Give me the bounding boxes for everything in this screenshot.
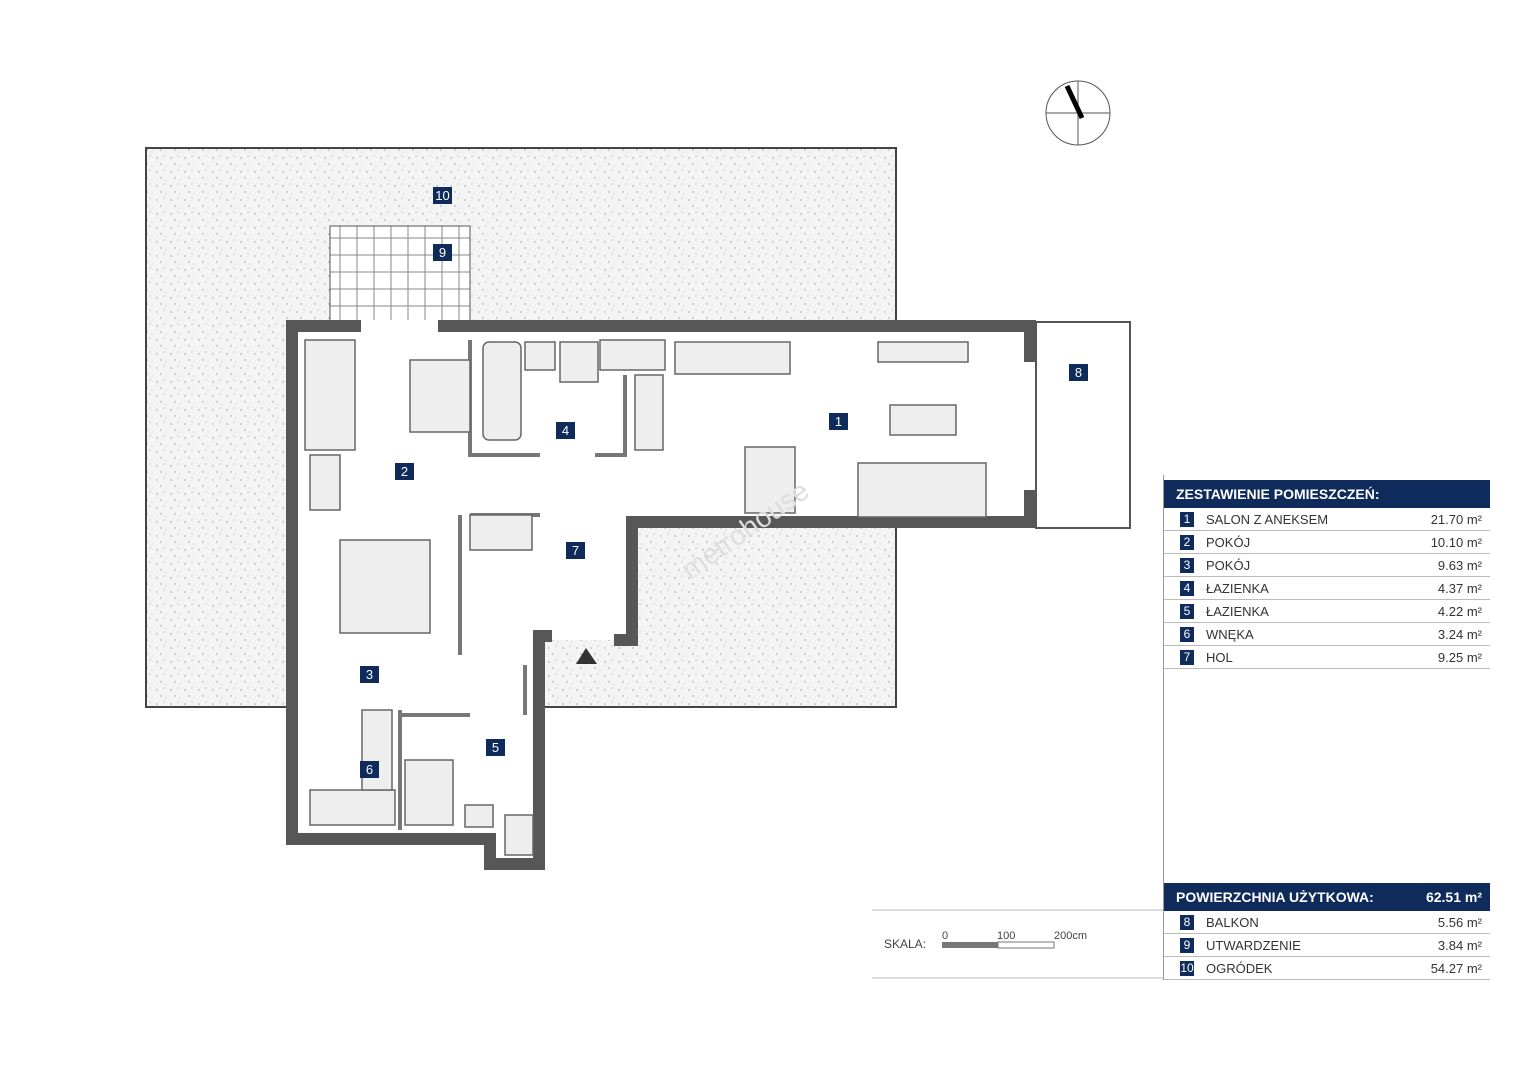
room-area: 4.22 m²	[1437, 603, 1482, 619]
room-name: ŁAZIENKA	[1206, 580, 1269, 596]
room-number: 7	[1180, 649, 1194, 665]
room-area: 9.25 m²	[1437, 649, 1482, 665]
balcony	[1035, 321, 1131, 529]
room-area: 10.10 m²	[1430, 534, 1482, 550]
room-number: 10	[1180, 960, 1194, 976]
entrance-marker-icon	[576, 648, 597, 664]
scale-bar-filled	[942, 942, 998, 948]
room-area: 3.24 m²	[1437, 626, 1482, 642]
room-name: BALKON	[1206, 914, 1259, 930]
table-row: 5 ŁAZIENKA 4.22 m²	[1164, 600, 1490, 623]
room-label-1: 1	[829, 413, 848, 430]
table-row: 10 OGRÓDEK 54.27 m²	[1164, 957, 1490, 980]
rooms-table-header: ZESTAWIENIE POMIESZCZEŃ:	[1164, 480, 1490, 508]
room-area: 3.84 m²	[1437, 937, 1482, 953]
furniture	[304, 339, 987, 856]
room-label-8: 8	[1069, 364, 1088, 381]
room-label-5: 5	[486, 739, 505, 756]
room-area: 4.37 m²	[1437, 580, 1482, 596]
room-name: OGRÓDEK	[1206, 960, 1273, 976]
room-name: WNĘKA	[1206, 626, 1254, 642]
scale-label: SKALA:	[884, 937, 927, 951]
usable-area-value: 62.51 m²	[1425, 889, 1482, 905]
room-area: 21.70 m²	[1430, 511, 1482, 527]
extras-table: POWIERZCHNIA UŻYTKOWA: 62.51 m² 8 BALKON 5.…	[1163, 883, 1490, 980]
room-number: 6	[1180, 626, 1194, 642]
room-name: POKÓJ	[1206, 557, 1251, 573]
rooms-header-text: ZESTAWIENIE POMIESZCZEŃ:	[1176, 486, 1380, 502]
room-number: 9	[1180, 937, 1194, 953]
room-label-9: 9	[433, 244, 452, 261]
room-area: 5.56 m²	[1437, 914, 1482, 930]
room-area: 9.63 m²	[1437, 557, 1482, 573]
room-area: 54.27 m²	[1430, 960, 1482, 976]
room-label-3: 3	[360, 666, 379, 683]
room-number: 8	[1180, 914, 1194, 930]
compass-icon	[1045, 80, 1111, 146]
room-label-2: 2	[395, 463, 414, 480]
table-row: 9 UTWARDZENIE 3.84 m²	[1164, 934, 1490, 957]
table-row: 3 POKÓJ 9.63 m²	[1164, 554, 1490, 577]
room-label-4: 4	[556, 422, 575, 439]
room-name: ŁAZIENKA	[1206, 603, 1269, 619]
table-row: 1 SALON Z ANEKSEM 21.70 m²	[1164, 508, 1490, 531]
room-number: 3	[1180, 557, 1194, 573]
table-row: 7 HOL 9.25 m²	[1164, 646, 1490, 669]
scale-tick-200: 200cm	[1054, 930, 1088, 942]
room-number: 1	[1180, 511, 1194, 527]
terrace-paving	[329, 225, 471, 323]
room-name: UTWARDZENIE	[1206, 937, 1301, 953]
scale-bar-empty	[997, 941, 1055, 949]
usable-area-label: POWIERZCHNIA UŻYTKOWA:	[1176, 889, 1374, 905]
room-number: 5	[1180, 603, 1194, 619]
walls	[286, 320, 1036, 870]
table-row: 8 BALKON 5.56 m²	[1164, 911, 1490, 934]
usable-area-header: POWIERZCHNIA UŻYTKOWA: 62.51 m²	[1164, 883, 1490, 911]
room-label-7: 7	[566, 542, 585, 559]
room-number: 4	[1180, 580, 1194, 596]
table-row: 6 WNĘKA 3.24 m²	[1164, 623, 1490, 646]
room-name: SALON Z ANEKSEM	[1206, 511, 1329, 527]
room-label-6: 6	[360, 761, 379, 778]
scale-tick-0: 0	[942, 930, 949, 942]
scale-tick-100: 100	[997, 930, 1016, 942]
room-name: POKÓJ	[1206, 534, 1251, 550]
table-row: 2 POKÓJ 10.10 m²	[1164, 531, 1490, 554]
room-name: HOL	[1206, 649, 1233, 665]
rooms-table: ZESTAWIENIE POMIESZCZEŃ: 1 SALON Z ANEKSE…	[1163, 475, 1490, 883]
apartment-floor	[286, 320, 1036, 870]
table-row: 4 ŁAZIENKA 4.37 m²	[1164, 577, 1490, 600]
room-number: 2	[1180, 534, 1194, 550]
room-label-10: 10	[433, 187, 452, 204]
